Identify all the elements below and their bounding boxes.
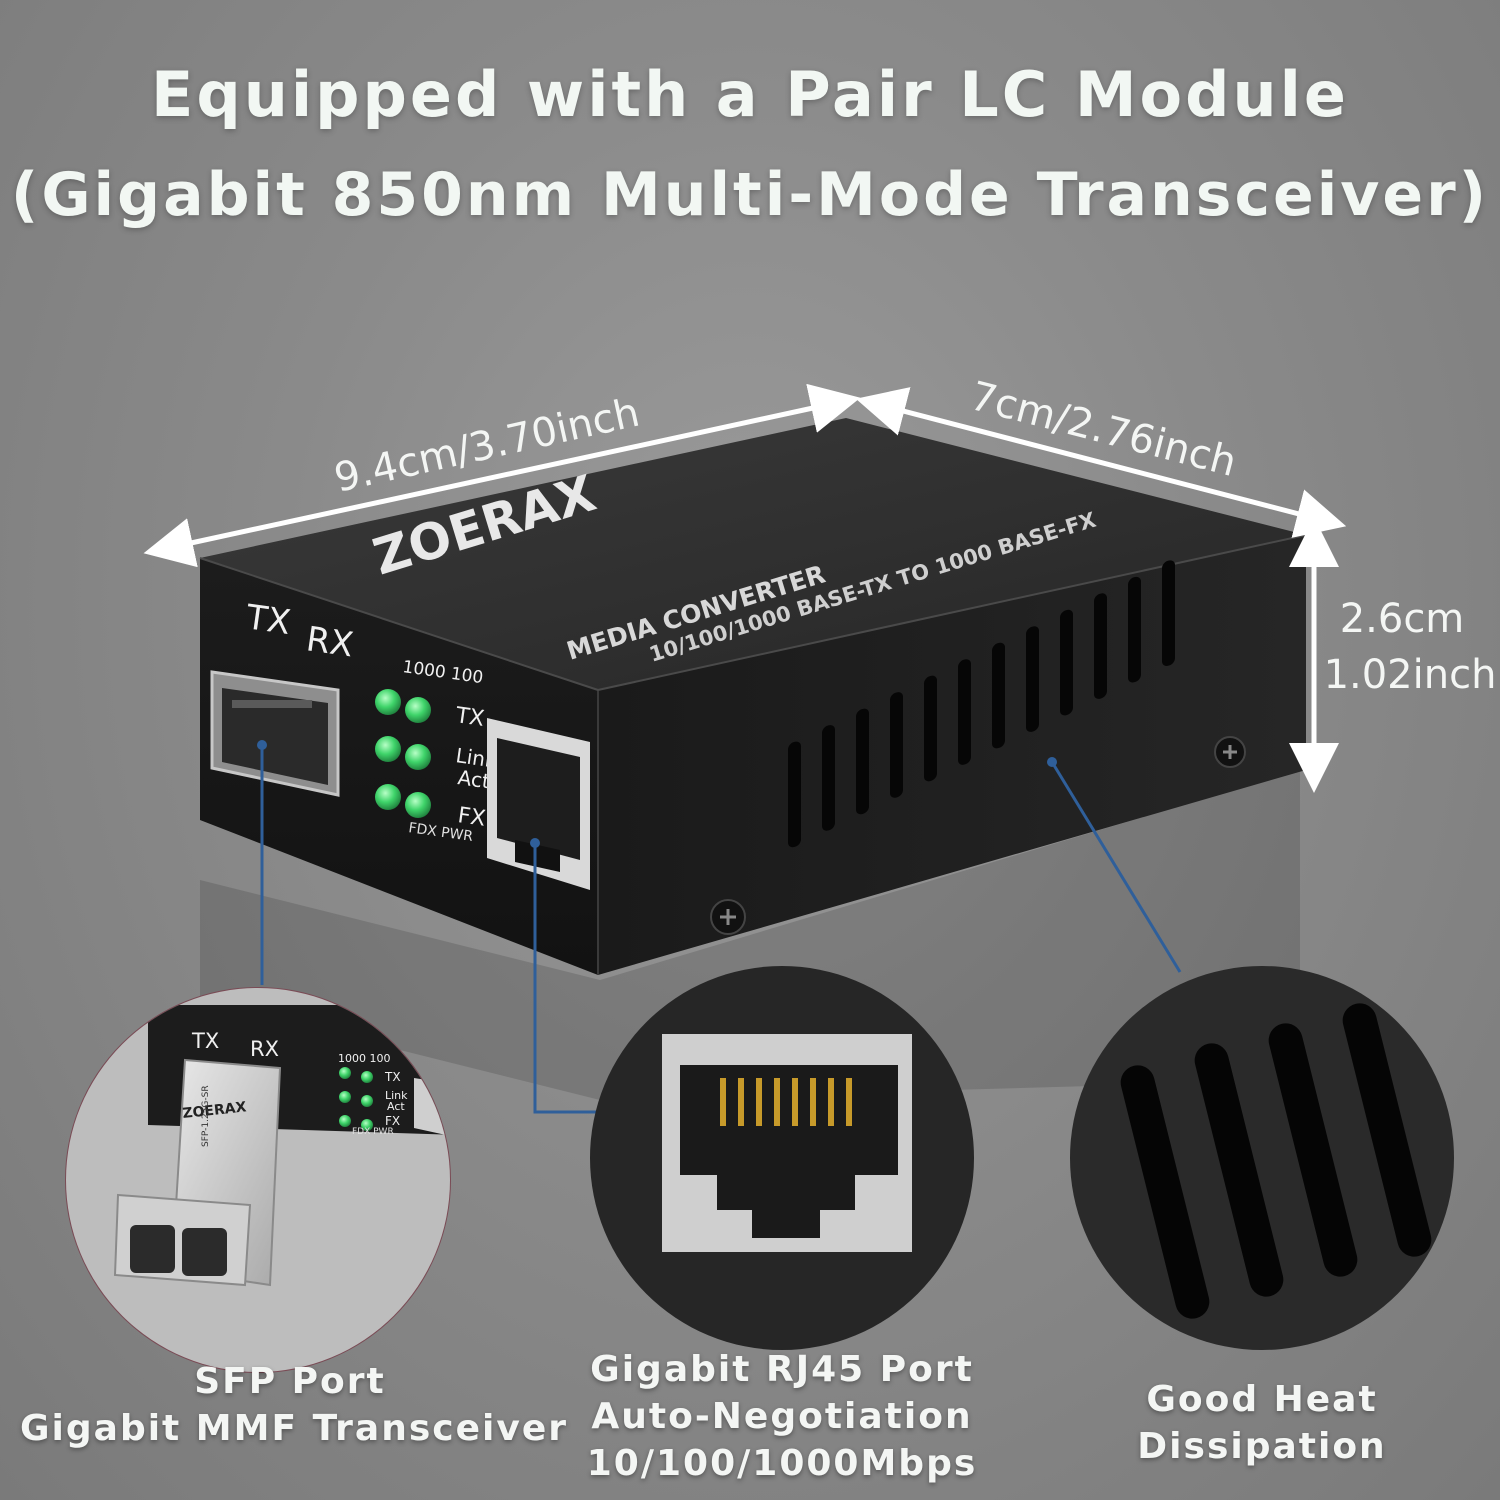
zoom-led-header: 1000 100	[338, 1052, 391, 1065]
screw-front	[710, 899, 746, 935]
sfp-tx-label: TX	[243, 597, 293, 643]
headline-line-1: Equipped with a Pair LC Module	[151, 58, 1349, 131]
zoom-tx-label: TX	[191, 1029, 219, 1053]
length-arrow	[143, 383, 861, 568]
sfp-caption: SFP Port Gigabit MMF Transceiver	[20, 1358, 569, 1452]
module-model: SFP-1.25G-SR	[201, 1085, 211, 1147]
leader-lines	[260, 745, 1182, 1114]
led-link-1000	[375, 736, 401, 762]
device-front	[200, 558, 598, 975]
zoom-led-link: Link	[385, 1089, 408, 1102]
rj45-leader	[533, 843, 608, 1114]
led-fx-100	[405, 792, 431, 818]
rj45-contacts	[720, 1078, 852, 1126]
led-link-100	[405, 744, 431, 770]
height-dimension-cm: 2.6cm	[1340, 596, 1465, 642]
zoom-led-fx: FX	[385, 1114, 400, 1128]
rj45-caption-line-1: Gigabit RJ45 Port	[590, 1349, 974, 1390]
zoom-led-tx: TX	[384, 1070, 401, 1084]
dimension-arrows	[143, 383, 1347, 793]
heat-caption: Good Heat Dissipation	[1102, 1376, 1422, 1470]
sfp-rx-label: RX	[304, 619, 356, 665]
led-tx-1000	[375, 689, 401, 715]
rj45-caption-line-3: 10/100/1000Mbps	[586, 1443, 978, 1484]
vent-slots	[788, 560, 1175, 848]
rj45-caption: Gigabit RJ45 Port Auto-Negotiation 10/10…	[582, 1346, 982, 1487]
led-act-label: Act	[456, 765, 491, 793]
zoom-rx-label: RX	[250, 1037, 279, 1061]
vent-zoom-circle	[1070, 966, 1454, 1350]
screw-back	[1214, 736, 1246, 768]
sfp-port	[210, 670, 340, 797]
heat-caption-line-1: Good Heat	[1146, 1379, 1378, 1420]
height-dimension-inch: 1.02inch	[1324, 652, 1497, 698]
zoom-led-footer: FDX PWR	[352, 1127, 394, 1137]
heat-leader	[1050, 761, 1182, 973]
sfp-caption-line-1: SFP Port	[194, 1361, 386, 1402]
rj45-caption-line-2: Auto-Negotiation	[591, 1396, 973, 1437]
rj45-zoom-circle	[590, 966, 974, 1350]
led-fx-label: FX	[456, 803, 487, 832]
led-tx-label: TX	[453, 703, 486, 732]
module-brand: ZOERAX	[182, 1099, 248, 1122]
heat-caption-line-2: Dissipation	[1137, 1426, 1387, 1467]
rj45-port	[487, 718, 590, 890]
device-reflection	[200, 770, 1300, 1100]
led-fx-1000	[375, 784, 401, 810]
zoom-led-act: Act	[387, 1100, 405, 1113]
width-arrow	[855, 387, 1347, 538]
sfp-caption-line-2: Gigabit MMF Transceiver	[20, 1408, 569, 1449]
headline-line-2: (Gigabit 850nm Multi-Mode Transceiver)	[10, 160, 1490, 230]
sfp-zoom-circle: TX RX 1000 100 TX Link Act FX FDX PWR ZO…	[65, 987, 451, 1373]
led-tx-100	[405, 697, 431, 723]
